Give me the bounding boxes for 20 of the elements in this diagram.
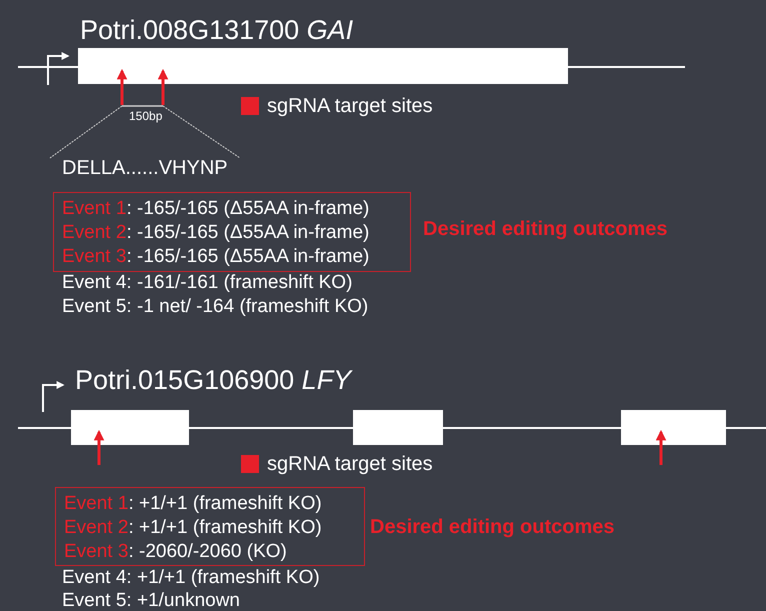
event-line: Event 1: -165/-165 (Δ55AA in-frame) xyxy=(62,197,370,221)
event-line: Event 1: +1/+1 (frameshift KO) xyxy=(64,492,323,516)
annotation-text: Desired editing outcomes xyxy=(423,218,668,241)
outline-box xyxy=(55,487,365,566)
event-line: Event 3: -165/-165 (Δ55AA in-frame) xyxy=(62,245,370,269)
gene-title: Potri.008G131700 GAI xyxy=(80,17,354,44)
event-line: Event 2: +1/+1 (frameshift KO) xyxy=(64,516,323,540)
gene-title: Potri.015G106900 LFY xyxy=(75,367,352,394)
event-line: Event 4: +1/+1 (frameshift KO) xyxy=(62,568,320,587)
event-line: Event 5: +1/unknown xyxy=(62,591,240,610)
event-line: Event 2: -165/-165 (Δ55AA in-frame) xyxy=(62,221,370,245)
protein-sequence-label: DELLA......VHYNP xyxy=(62,158,228,178)
legend-text: sgRNA target sites xyxy=(267,95,433,118)
annotation-text: Desired editing outcomes xyxy=(370,516,614,539)
event-line: Event 5: -1 net/ -164 (frameshift KO) xyxy=(62,297,368,316)
legend-text: sgRNA target sites xyxy=(267,453,433,476)
event-line: Event 4: -161/-161 (frameshift KO) xyxy=(62,273,352,292)
distance-label: 150bp xyxy=(129,110,162,122)
event-line: Event 3: -2060/-2060 (KO) xyxy=(64,540,288,564)
outline-box xyxy=(53,192,411,272)
